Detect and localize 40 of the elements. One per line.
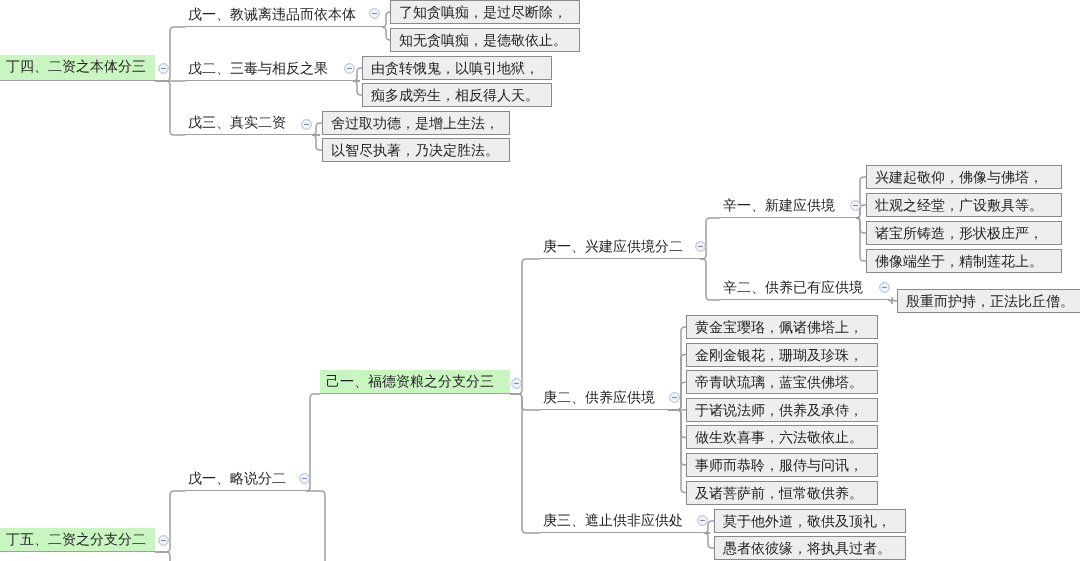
connector	[154, 80, 186, 136]
connector	[305, 393, 321, 492]
verse-box: 于诸说法师，供养及承侍，	[686, 397, 878, 422]
connector	[154, 551, 171, 561]
verse-box: 帝青吠琉璃，蓝宝供佛塔。	[686, 370, 878, 395]
connector	[703, 520, 715, 534]
connector	[887, 296, 898, 305]
connector	[309, 490, 326, 561]
connector	[509, 393, 541, 534]
connector	[311, 134, 323, 151]
topic-label: 庚二、供养应供境	[540, 386, 668, 410]
connector	[703, 532, 715, 549]
verse-box: 诸宝所铸造，形状极庄严，	[866, 221, 1062, 245]
verse-box: 以智尽执著，乃决定胜法。	[322, 138, 510, 162]
heading-box: 丁五、二资之分支分二	[0, 528, 155, 552]
verse-box: 了知贪嗔痴，是过尽断除，	[390, 0, 580, 24]
verse-box: 及诸菩萨前，恒常敬供养。	[686, 480, 878, 505]
connector	[381, 26, 391, 41]
verse-box: 兴建起敬仰，佛像与佛塔，	[866, 165, 1062, 189]
verse-box: 殷重而护持，正法比丘僧。	[897, 289, 1080, 313]
verse-box: 做生欢喜事，六法敬依止。	[686, 425, 878, 450]
connector	[855, 204, 867, 219]
connector	[667, 409, 687, 494]
verse-box: 壮观之经堂，广设敷具等。	[866, 193, 1062, 217]
connector	[352, 80, 363, 96]
heading-box: 丁四、二资之本体分三	[0, 55, 155, 81]
connector	[352, 67, 363, 82]
verse-box: 知无贪嗔痴，是德敬依止。	[390, 28, 580, 52]
verse-box: 舍过取功德，是增上生法，	[322, 111, 510, 135]
verse-box: 佛像端坐于，精制莲花上。	[866, 249, 1062, 273]
verse-box: 莫于他外道，敬供及顶礼，	[714, 509, 906, 533]
verse-box: 愚者依彼缘，将执具过者。	[714, 536, 906, 560]
verse-box: 黄金宝璎珞，佩诸佛塔上，	[686, 315, 878, 339]
verse-box: 痴多成旁生，相反得人天。	[362, 83, 552, 107]
connector	[381, 11, 391, 28]
verse-box: 事师而恭聆，服侍与问讯，	[686, 453, 878, 477]
verse-box: 由贪转饿鬼，以嗔引地狱，	[362, 56, 552, 80]
heading-box: 己一、福德资粮之分支分三	[320, 370, 510, 394]
connector	[311, 122, 323, 136]
verse-box: 金刚金银花，珊瑚及珍珠，	[686, 342, 878, 367]
